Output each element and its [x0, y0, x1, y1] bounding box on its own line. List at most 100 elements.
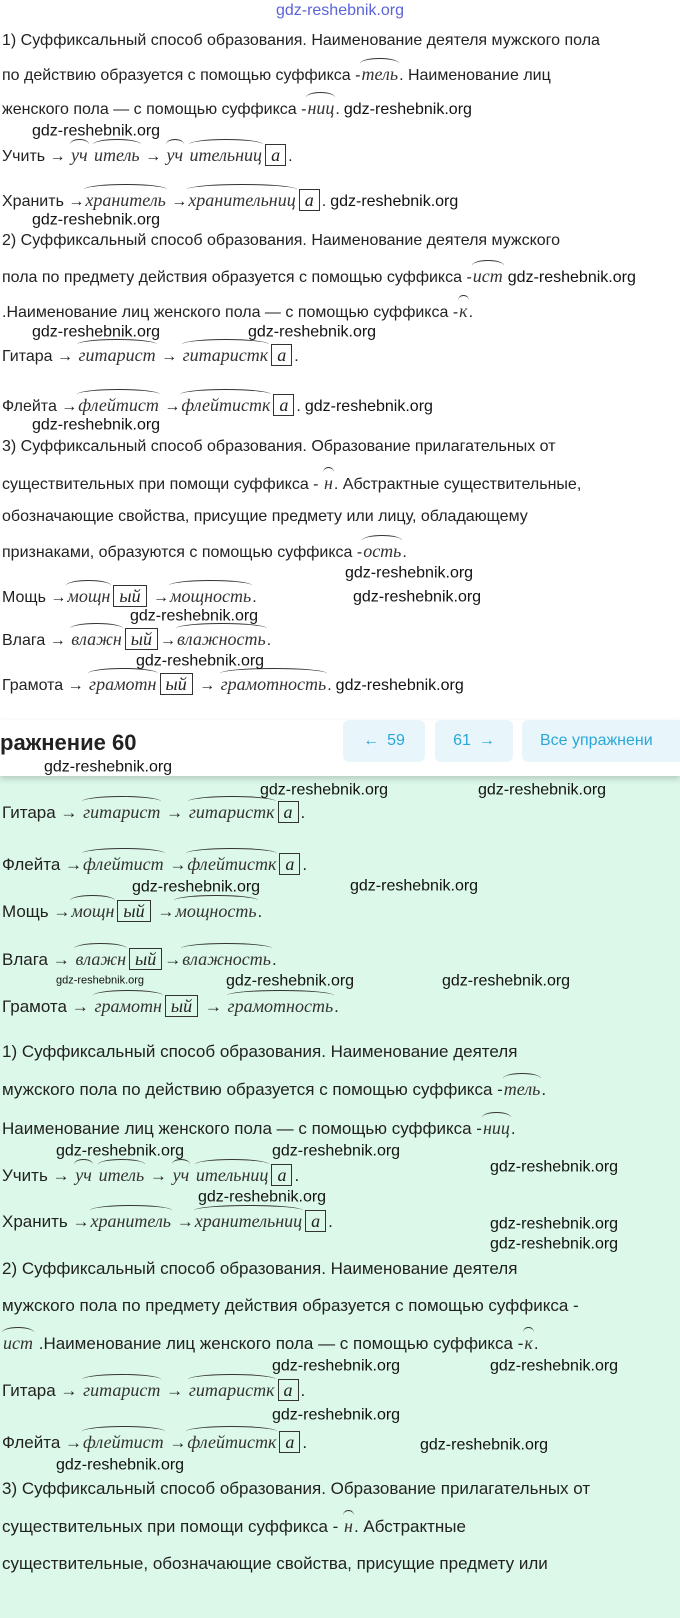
morpheme-marked: н: [343, 1510, 354, 1536]
morpheme-marked: флейтистк: [186, 848, 278, 874]
text: обозначающие свойства, присущие предмету…: [2, 508, 528, 525]
prev-exercise-label: 59: [387, 732, 405, 749]
morpheme-marked: флейтист: [82, 848, 165, 874]
morpheme-marked: гитаристк: [181, 339, 269, 365]
site-logo-watermark: gdz-reshebnik.org: [275, 2, 405, 19]
text-line: 2) Суффиксальный способ образования. Наи…: [2, 231, 560, 251]
text: .: [335, 101, 340, 118]
text: .: [271, 950, 277, 969]
text: Мощь →: [2, 589, 67, 606]
text: по действию образуется с помощью суффикс…: [2, 67, 361, 84]
morpheme-marked: грамотность: [226, 990, 334, 1016]
watermark-text: gdz-reshebnik.org: [420, 1436, 549, 1454]
morpheme-marked: флейтистк: [180, 389, 272, 415]
text: Мощь →: [2, 902, 71, 921]
morpheme-marked: итель: [93, 139, 141, 165]
text: →: [164, 1433, 187, 1452]
text: .Наименование лиц женского пола — с помо…: [34, 1334, 524, 1353]
watermark-text: gdz-reshebnik.org: [478, 781, 607, 799]
morpheme-marked: итель: [97, 1159, 145, 1185]
text: .: [510, 1119, 516, 1138]
text: →: [200, 997, 227, 1016]
text-line: пола по предмету действия образуется с п…: [2, 260, 636, 288]
text: .: [294, 348, 299, 365]
morpheme-marked: мощность: [169, 580, 253, 606]
morpheme-marked: ость: [362, 535, 403, 561]
text: 2) Суффиксальный способ образования. Наи…: [2, 232, 561, 249]
watermark-text: gdz-reshebnik.org: [44, 758, 173, 776]
morpheme-marked: хранитель: [89, 1205, 172, 1231]
ending-boxed: а: [271, 344, 293, 366]
text-line: мужского пола по действию образуется с п…: [2, 1073, 546, 1100]
text: Гитара →: [2, 1381, 83, 1400]
text: мужского пола по предмету действия образ…: [2, 1296, 579, 1315]
text-line: 1) Суффиксальный способ образования. Наи…: [2, 31, 600, 51]
watermark-text: gdz-reshebnik.org: [260, 781, 389, 799]
text-line: Наименование лиц женского пола — с помощ…: [2, 1112, 516, 1139]
text: Хранить →: [2, 193, 85, 210]
prev-exercise-button[interactable]: ← 59: [343, 720, 425, 762]
watermark-text: gdz-reshebnik.org: [490, 1215, 619, 1233]
morpheme-marked: гитарист: [77, 339, 157, 365]
text: Влага →: [2, 632, 71, 649]
ending-boxed: а: [298, 189, 320, 211]
morpheme-marked: флейтистк: [186, 1426, 278, 1452]
watermark-text: gdz-reshebnik.org: [272, 1142, 401, 1160]
morpheme-marked: ительниц: [194, 1159, 269, 1185]
text: →: [194, 677, 220, 694]
text: .: [302, 855, 308, 874]
watermark-text: gdz-reshebnik.org: [490, 1235, 619, 1253]
text: →: [161, 803, 188, 822]
morpheme-marked: грамотн: [93, 990, 164, 1016]
text: →: [148, 589, 170, 606]
text: .: [252, 589, 257, 606]
text: . Абстрактные существительные,: [333, 476, 582, 493]
ending-boxed: а: [273, 394, 295, 416]
text-line: обозначающие свойства, присущие предмету…: [2, 507, 528, 527]
text: .: [288, 148, 293, 165]
watermark-text: gdz-reshebnik.org: [345, 564, 474, 582]
text: .: [302, 1433, 308, 1452]
text-line: существительных при помощи суффикса - н.…: [2, 467, 582, 495]
watermark-text: gdz-reshebnik.org: [490, 1357, 619, 1375]
text-line: ист .Наименование лиц женского пола — с …: [2, 1327, 539, 1354]
watermark-text: gdz-reshebnik.org: [32, 323, 161, 341]
next-exercise-button[interactable]: 61 →: [435, 720, 513, 762]
morpheme-marked: уч: [74, 1159, 93, 1185]
text: Флейта →: [2, 1433, 83, 1452]
text: признаками, образуются с помощью суффикс…: [2, 544, 363, 561]
text: 1) Суффиксальный способ образования. Наи…: [2, 32, 600, 49]
arrow-left-icon: ←: [363, 732, 380, 749]
morpheme-marked: ниц: [306, 92, 336, 118]
text-line: 1) Суффиксальный способ образования. Наи…: [2, 1042, 517, 1062]
morpheme-marked: гитаристк: [187, 1374, 276, 1400]
watermark-text: gdz-reshebnik.org: [132, 878, 261, 896]
morpheme-marked: гитарист: [82, 796, 162, 822]
text: →: [172, 1212, 194, 1231]
all-exercises-button[interactable]: Все упражнени: [522, 720, 680, 762]
text: Влага →: [2, 950, 75, 969]
text: мужского пола по действию образуется с п…: [2, 1080, 503, 1099]
morpheme-marked: мощн: [66, 580, 112, 606]
watermark-text: gdz-reshebnik.org: [56, 974, 145, 987]
morpheme-marked: влажность: [175, 623, 267, 649]
morpheme-marked: уч: [171, 1159, 190, 1185]
watermark-text: gdz-reshebnik.org: [32, 416, 161, 434]
answer-image-top: 1) Суффиксальный способ образования. Наи…: [0, 0, 680, 720]
text-line: женского пола — с помощью суффикса -ниц.…: [2, 92, 472, 120]
text: пола по предмету действия образуется с п…: [2, 269, 472, 286]
exercise-header: ражнение 60 ← 59 61 → Все упражнени: [0, 720, 680, 776]
all-exercises-label: Все упражнени: [540, 732, 653, 749]
text: →: [159, 398, 181, 415]
ending-boxed: а: [271, 1164, 293, 1186]
morpheme-marked: уч: [165, 139, 184, 165]
ending-boxed: ый: [129, 948, 163, 970]
text-line: существительных при помощи суффикса - н.…: [2, 1510, 466, 1537]
